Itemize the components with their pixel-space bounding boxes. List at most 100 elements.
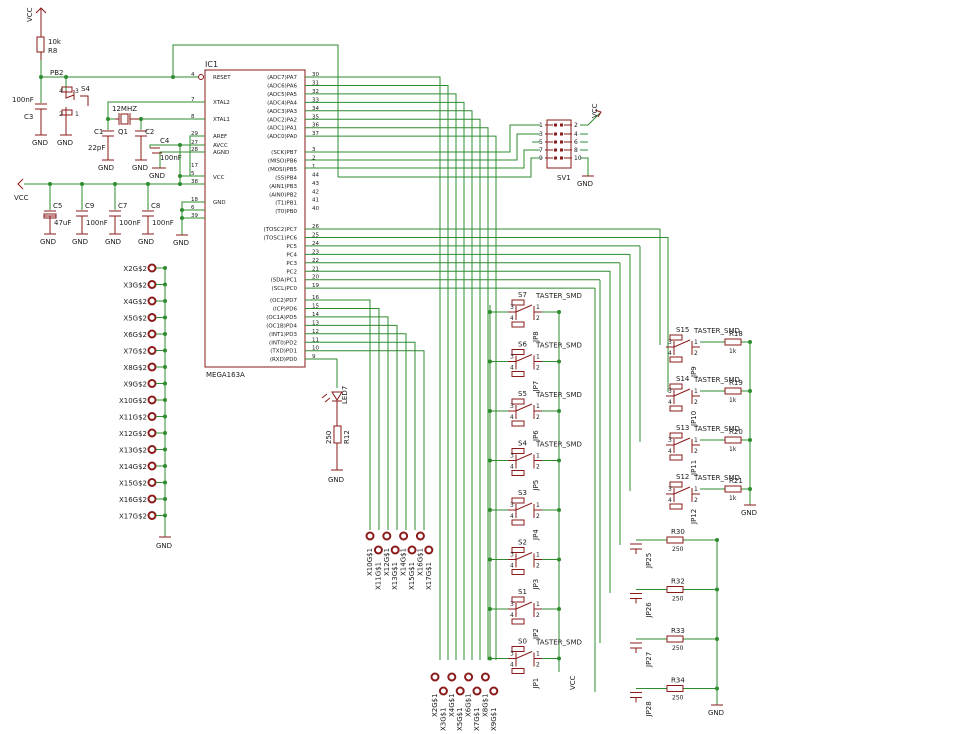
left-connector[interactable]: X4G$2 <box>123 296 167 307</box>
svg-text:1: 1 <box>536 453 540 460</box>
taster-ref: S2 <box>518 539 527 547</box>
ic1-pin-num: 9 <box>312 354 316 360</box>
bottom-connector-label: X16G$1 <box>416 548 424 576</box>
ic1-pin-num: 24 <box>312 241 319 247</box>
ic1-pin-num: 39 <box>191 213 198 219</box>
left-connector-label: X5G$2 <box>123 315 147 323</box>
bottom-connector-a[interactable]: X10G$1 <box>365 531 375 577</box>
svg-text:GND: GND <box>132 164 148 172</box>
jumper-ref: JP4 <box>532 529 540 541</box>
ic1-pin-name: (RXD)PD0 <box>270 357 298 363</box>
bottom-connector-a[interactable]: X17G$1 <box>424 545 434 591</box>
connector-pad <box>399 531 409 541</box>
decap-value: 100nF <box>152 219 174 227</box>
left-connector[interactable]: X3G$2 <box>123 280 167 290</box>
ic1[interactable]: IC1 MEGA163A RESET4XTAL27XTAL18AREF29AVC… <box>191 60 319 379</box>
svg-text:GND: GND <box>149 172 165 180</box>
ic1-pin-name: PC5 <box>286 244 297 250</box>
bottom-connector-a[interactable]: X16G$1 <box>415 531 425 577</box>
bottom-connector-b[interactable]: X5G$1 <box>455 686 465 732</box>
sv1-pin-right: 10 <box>574 155 582 162</box>
left-connector[interactable]: X2G$2 <box>123 263 167 274</box>
left-connector[interactable]: X15G$2 <box>119 478 167 488</box>
bottom-connector-a[interactable]: X15G$1 <box>407 545 417 591</box>
left-connector[interactable]: X5G$2 <box>123 313 167 323</box>
c3-gnd: GND <box>32 139 48 147</box>
sv1-body <box>546 119 572 169</box>
ic1-pin-name: AREF <box>213 134 227 140</box>
left-connector[interactable]: X16G$2 <box>119 494 167 505</box>
bottom-connector-b[interactable]: X6G$1 <box>464 672 474 718</box>
ic1-pin-num: 38 <box>191 179 198 185</box>
resistor-value: 250 <box>672 546 684 553</box>
bottom-connector-b[interactable]: X3G$1 <box>438 686 448 732</box>
connector-pad <box>438 686 448 696</box>
bottom-connector-b[interactable]: X4G$1 <box>447 672 457 718</box>
taster-ref: S1 <box>518 588 527 596</box>
left-connector[interactable]: X9G$2 <box>123 379 167 389</box>
resistor-ref: R19 <box>729 379 743 387</box>
ic1-pin-name: (AIN1)PB3 <box>269 184 297 190</box>
left-connector[interactable]: X11G$2 <box>119 412 167 422</box>
left-connector[interactable]: X13G$2 <box>119 445 167 455</box>
bottom-connector-label: X7G$1 <box>473 707 481 731</box>
ic1-pin-name: PC4 <box>286 252 297 258</box>
svg-text:4: 4 <box>668 350 672 357</box>
left-connector[interactable]: X6G$2 <box>123 329 167 340</box>
ic1-pin-num: 3 <box>312 147 316 153</box>
bottom-connector-label: X8G$1 <box>481 693 489 717</box>
ic1-pin-num: 33 <box>312 97 319 103</box>
bottom-connector-b[interactable]: X2G$1 <box>430 672 440 718</box>
svg-text:1: 1 <box>536 304 540 311</box>
left-connector[interactable]: X14G$2 <box>119 461 167 472</box>
left-connector-label: X9G$2 <box>123 381 147 389</box>
bottom-connector-b[interactable]: X7G$1 <box>472 686 482 732</box>
svg-text:2: 2 <box>59 111 63 118</box>
svg-text:GND: GND <box>98 164 114 172</box>
connector-pad <box>147 313 157 322</box>
bottom-connector-b[interactable]: X8G$1 <box>480 672 490 718</box>
ic1-pin-name: (SCK)PB7 <box>271 150 297 156</box>
left-connector[interactable]: X12G$2 <box>119 428 167 439</box>
c1-symbol <box>102 130 114 161</box>
mid-vcc: VCC <box>569 675 577 690</box>
left-connector[interactable]: X7G$2 <box>123 346 167 356</box>
svg-text:4: 4 <box>668 399 672 406</box>
bottom-connector-a[interactable]: X11G$1 <box>373 545 383 591</box>
ic1-pin-name: PC2 <box>286 269 297 275</box>
left-connector[interactable]: X10G$2 <box>119 395 167 406</box>
left-connector[interactable]: X17G$2 <box>119 511 167 521</box>
ic1-pin-name: PC3 <box>286 261 297 267</box>
ic1-pin-name: (INT1)PD3 <box>269 332 297 338</box>
bottom-connector-a[interactable]: X13G$1 <box>390 545 400 591</box>
ic1-pin-num: 11 <box>312 337 319 343</box>
bottom-connector-b[interactable]: X9G$1 <box>489 686 499 732</box>
ic1-pin-num: 35 <box>312 114 319 120</box>
bottom-connector-a[interactable]: X14G$1 <box>399 531 409 577</box>
bottom-connector-a[interactable]: X12G$1 <box>382 531 392 577</box>
left-connector[interactable]: X8G$2 <box>123 362 167 373</box>
